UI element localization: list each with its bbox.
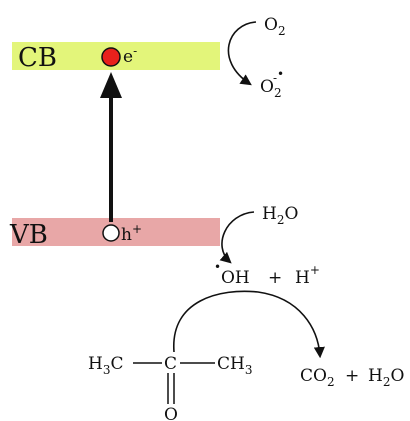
- radical-dot: •: [214, 260, 221, 274]
- water-reactant: H2O: [262, 204, 298, 227]
- o2-reactant: O2: [264, 15, 286, 38]
- proton: H+: [295, 263, 320, 288]
- water-product: H2O: [368, 366, 404, 389]
- hydroxyl-radical: OH: [221, 268, 250, 288]
- oxidation-arrow: [219, 211, 255, 264]
- carbonyl-oxygen: O: [164, 405, 178, 421]
- hole-circle: [102, 224, 120, 242]
- hole-label: h+: [121, 222, 142, 245]
- vb-label: VB: [9, 220, 48, 250]
- carbonyl-carbon: C: [164, 354, 177, 374]
- co2-product: CO2: [300, 366, 335, 389]
- products-plus: +: [345, 366, 359, 386]
- superoxide-dot: •: [277, 67, 284, 81]
- electron-circle: [101, 47, 121, 67]
- superoxide-charge: -: [273, 71, 277, 85]
- methyl-left: H3C: [88, 354, 123, 377]
- excitation-arrowhead: [100, 72, 122, 98]
- methyl-right: CH3: [217, 354, 252, 377]
- degradation-arrow: [173, 290, 325, 359]
- cb-label: CB: [18, 43, 57, 73]
- electron-label: e-: [123, 44, 137, 67]
- superoxide-product: O2: [260, 77, 282, 100]
- oxidation-plus: +: [268, 268, 282, 288]
- reduction-arrow: [227, 21, 257, 86]
